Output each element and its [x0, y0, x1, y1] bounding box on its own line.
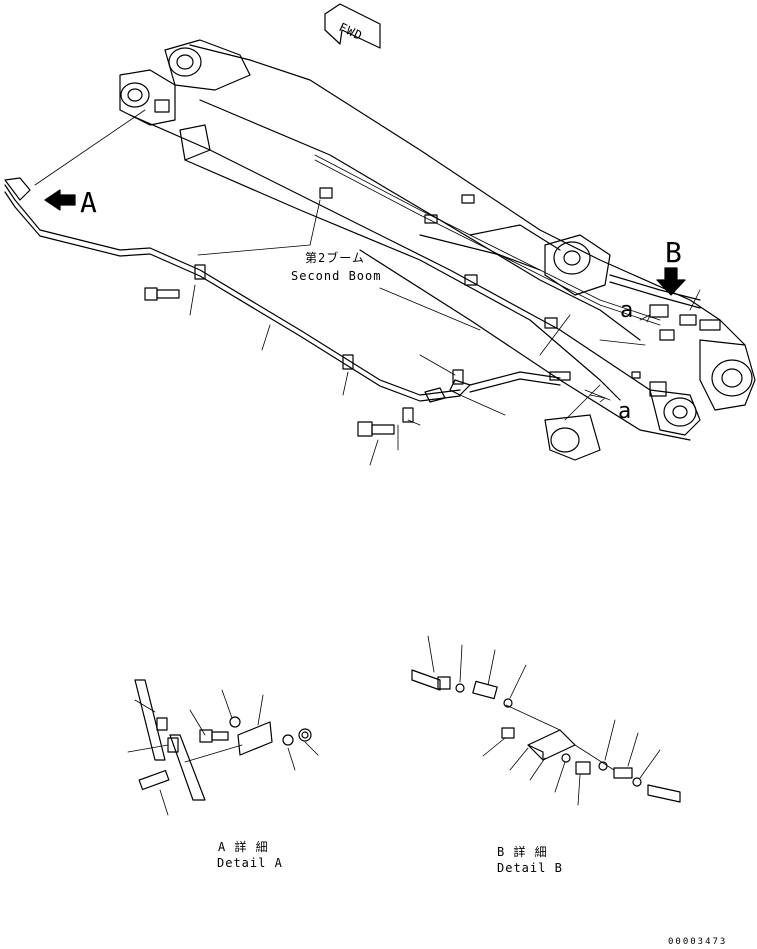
- part-callout-jp: 第2ブーム: [305, 250, 365, 265]
- detail-a-title-en: Detail A: [217, 856, 283, 870]
- part-callout-en: Second Boom: [291, 269, 381, 283]
- detail-b-title-en: Detail B: [497, 861, 563, 875]
- detail-b-title-jp: B 詳 細: [497, 844, 548, 859]
- boom-structure: [119, 39, 756, 461]
- view-a-marker: A: [80, 186, 97, 219]
- part-callout: 第2ブーム Second Boom: [197, 199, 481, 331]
- hose-clamps: [194, 264, 464, 423]
- detail-a-title-jp: A 詳 細: [218, 839, 269, 854]
- detail-a-drawing: [127, 679, 319, 816]
- bolts: [144, 287, 395, 437]
- view-b-arrow: B: [656, 236, 686, 296]
- fwd-arrow: FWD: [324, 3, 381, 49]
- detail-b-drawing: [411, 635, 681, 806]
- connection-marker-upper: a: [620, 298, 633, 323]
- connection-marker-lower: a: [618, 399, 631, 424]
- connection-markers: a a: [589, 298, 651, 424]
- leader-lines: [34, 109, 701, 466]
- view-a-arrow: A: [44, 186, 97, 219]
- view-b-marker: B: [665, 236, 682, 269]
- drawing-number: 00003473: [668, 937, 727, 947]
